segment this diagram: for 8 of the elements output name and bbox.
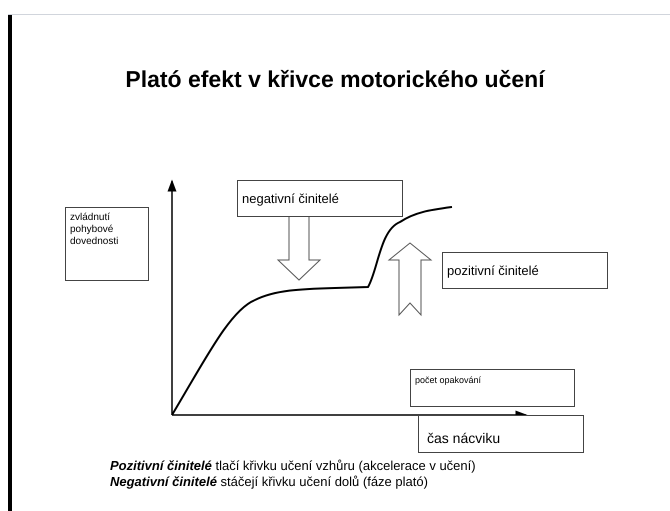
text-box: negativní činitelé	[237, 180, 403, 217]
text-box: čas nácviku	[418, 415, 584, 453]
note-text: Negativní činitelé stáčejí křivku učení dolů (fáze plató)	[110, 474, 429, 490]
slide-title: Plató efekt v křivce motorického učení	[124, 65, 546, 94]
text-box: pozitivní činitelé	[442, 252, 608, 289]
text-box: zvládnutí pohybové dovednosti	[65, 207, 149, 281]
text-box: počet opakování	[410, 369, 575, 407]
note-text: Pozitivní činitelé tlačí křivku učení vzhůru (akcelerace v učení)	[110, 458, 476, 474]
